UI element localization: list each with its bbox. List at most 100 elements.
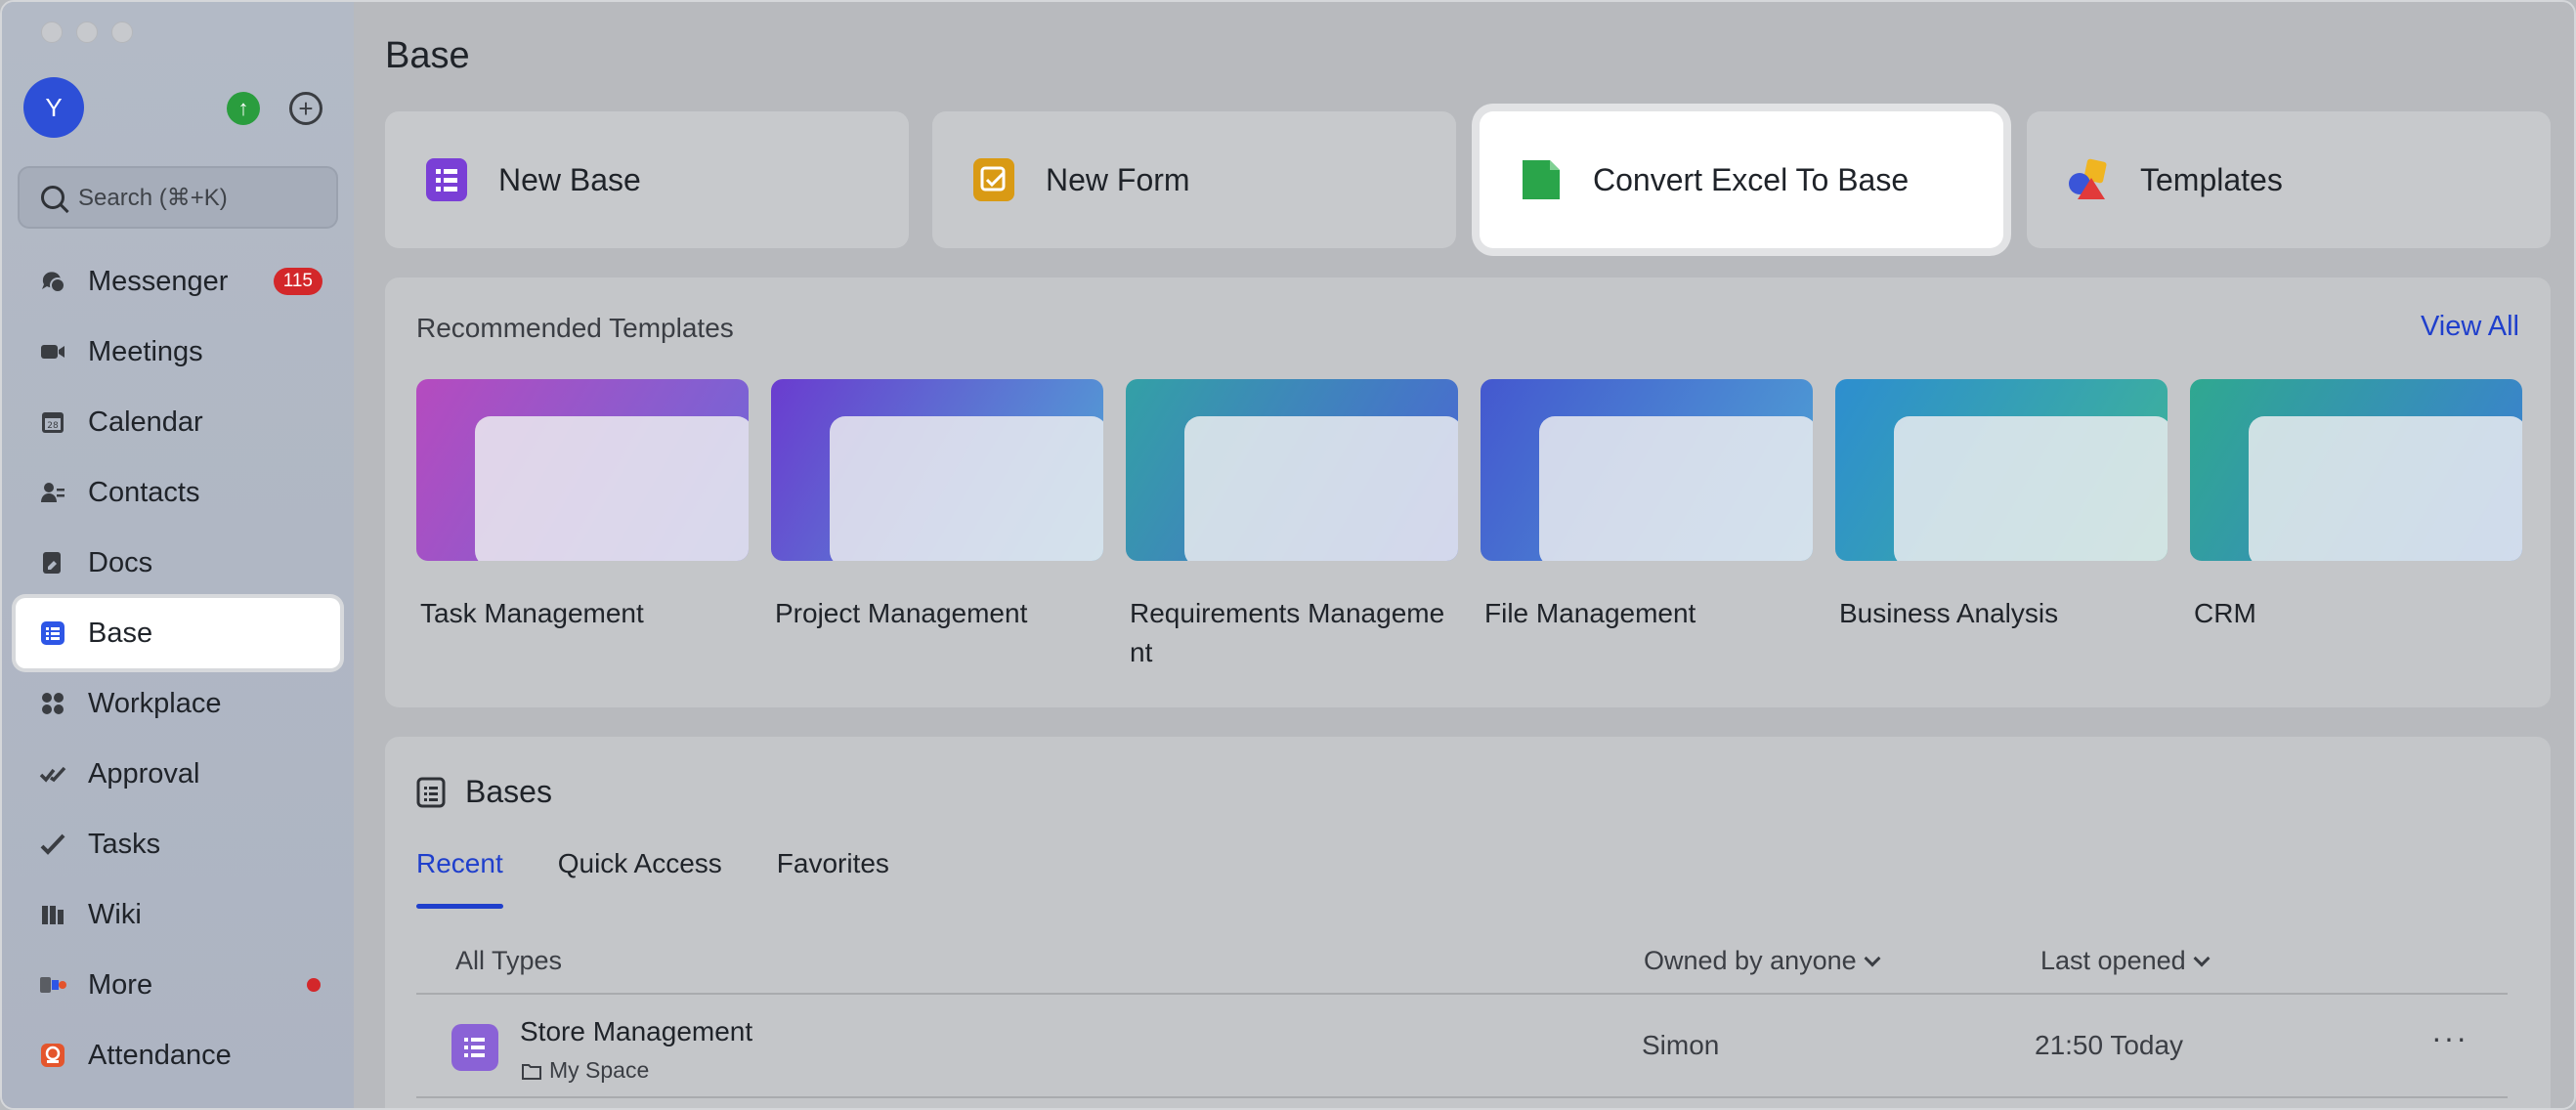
sidebar-item-label: Meetings	[88, 335, 203, 367]
action-label: New Form	[1046, 161, 1190, 197]
wiki-icon	[39, 901, 66, 928]
svg-text:28: 28	[47, 421, 59, 431]
template-thumbnail	[1835, 379, 2168, 561]
template-card-requirements-management[interactable]: Requirements Management	[1126, 379, 1458, 672]
sidebar-item-base[interactable]: Base	[16, 598, 340, 668]
sidebar-item-tasks[interactable]: Tasks	[2, 809, 354, 879]
contacts-icon	[39, 479, 66, 506]
sidebar-item-label: Messenger	[88, 265, 229, 297]
template-card-crm[interactable]: CRM	[2190, 379, 2522, 633]
search-input[interactable]: Search (⌘+K)	[18, 166, 338, 229]
chevron-down-icon	[1864, 950, 1881, 967]
template-card-file-management[interactable]: File Management	[1481, 379, 1813, 633]
base-icon	[426, 158, 467, 201]
minimize-window-button[interactable]	[76, 21, 98, 43]
sidebar-item-label: More	[88, 968, 153, 1001]
page-title: Base	[385, 35, 470, 76]
sidebar-item-meetings[interactable]: Meetings	[2, 317, 354, 387]
template-label: Requirements Management	[1130, 598, 1445, 667]
base-owner: Simon	[1642, 1030, 1720, 1060]
base-last-opened: 21:50 Today	[2035, 1030, 2184, 1060]
base-icon	[451, 1024, 498, 1071]
view-all-link[interactable]: View All	[2420, 311, 2519, 342]
bases-tabs: Recent Quick Access Favorites	[416, 848, 889, 909]
sort-filter[interactable]: Last opened	[2040, 946, 2211, 976]
sidebar-item-wiki[interactable]: Wiki	[2, 879, 354, 950]
tab-favorites[interactable]: Favorites	[776, 848, 889, 878]
new-base-button[interactable]: New Base	[385, 111, 909, 248]
owner-filter[interactable]: Owned by anyone	[1644, 946, 1881, 976]
bases-header: Bases	[416, 774, 552, 810]
base-icon	[39, 619, 66, 647]
sidebar-item-label: Calendar	[88, 406, 203, 438]
sidebar-item-approval[interactable]: Approval	[2, 739, 354, 809]
owner-filter-label: Owned by anyone	[1644, 946, 1857, 975]
close-window-button[interactable]	[41, 21, 63, 43]
tab-quick-access[interactable]: Quick Access	[557, 848, 722, 878]
template-label: Task Management	[420, 598, 644, 628]
notification-dot	[307, 978, 321, 992]
sidebar-nav: Messenger 115 Meetings 28 Calendar Conta	[2, 246, 354, 1090]
tasks-icon	[39, 831, 66, 858]
sidebar: Y ↑ + Search (⌘+K) Messenger 115 Meeting…	[2, 2, 354, 1108]
avatar[interactable]: Y	[23, 77, 84, 138]
search-placeholder: Search (⌘+K)	[78, 184, 228, 211]
space-label: My Space	[549, 1057, 650, 1083]
sidebar-item-more[interactable]: More	[2, 950, 354, 1020]
template-card-business-analysis[interactable]: Business Analysis	[1835, 379, 2168, 633]
zoom-window-button[interactable]	[111, 21, 133, 43]
approval-icon	[39, 760, 66, 788]
template-card-task-management[interactable]: Task Management	[416, 379, 749, 633]
sidebar-item-label: Contacts	[88, 476, 200, 508]
folder-icon	[522, 1063, 541, 1080]
template-thumbnail	[1481, 379, 1813, 561]
messenger-icon	[39, 268, 66, 295]
template-label: Business Analysis	[1839, 598, 2059, 628]
section-title: Recommended Templates	[416, 313, 734, 343]
excel-icon	[1523, 160, 1560, 199]
table-row[interactable]: Store Management My Space Simon 21:50 To…	[416, 995, 2508, 1098]
sidebar-item-messenger[interactable]: Messenger 115	[2, 246, 354, 317]
sidebar-item-label: Base	[88, 617, 153, 649]
action-label: Convert Excel To Base	[1593, 161, 1910, 197]
sidebar-item-label: Attendance	[88, 1039, 232, 1071]
type-filter[interactable]: All Types	[455, 946, 563, 975]
template-thumbnail	[1126, 379, 1458, 561]
add-icon[interactable]: +	[289, 92, 322, 125]
section-title: Bases	[465, 774, 552, 809]
main-content: Base New Base New Form Convert Excel To …	[354, 2, 2574, 1108]
attendance-icon	[39, 1042, 66, 1069]
upgrade-icon[interactable]: ↑	[227, 92, 260, 125]
convert-excel-button[interactable]: Convert Excel To Base	[1480, 111, 2003, 248]
workplace-icon	[39, 690, 66, 717]
templates-icon	[2069, 158, 2107, 199]
template-thumbnail	[771, 379, 1103, 561]
template-card-project-management[interactable]: Project Management	[771, 379, 1103, 633]
video-camera-icon	[39, 338, 66, 365]
sidebar-item-label: Approval	[88, 757, 200, 790]
template-label: CRM	[2194, 598, 2256, 628]
table-header: All Types Owned by anyone Last opened	[416, 924, 2508, 995]
sidebar-item-label: Workplace	[88, 687, 222, 719]
recommended-templates-panel: Recommended Templates View All Task Mana…	[385, 278, 2551, 707]
sidebar-item-contacts[interactable]: Contacts	[2, 457, 354, 528]
more-options-button[interactable]: ···	[2431, 1020, 2469, 1055]
search-icon	[41, 186, 64, 209]
unread-badge: 115	[273, 268, 322, 295]
docs-icon	[39, 549, 66, 576]
sidebar-item-attendance[interactable]: Attendance	[2, 1020, 354, 1090]
sidebar-item-docs[interactable]: Docs	[2, 528, 354, 598]
sidebar-item-calendar[interactable]: 28 Calendar	[2, 387, 354, 457]
tab-recent[interactable]: Recent	[416, 848, 503, 909]
sort-filter-label: Last opened	[2040, 946, 2186, 975]
base-location: My Space	[522, 1057, 649, 1084]
new-form-button[interactable]: New Form	[932, 111, 1456, 248]
sidebar-item-workplace[interactable]: Workplace	[2, 668, 354, 739]
form-icon	[973, 158, 1014, 201]
template-thumbnail	[2190, 379, 2522, 561]
bases-panel: Bases Recent Quick Access Favorites All …	[385, 737, 2551, 1108]
templates-button[interactable]: Templates	[2027, 111, 2551, 248]
chevron-down-icon	[2193, 950, 2211, 967]
calendar-icon: 28	[39, 408, 66, 436]
